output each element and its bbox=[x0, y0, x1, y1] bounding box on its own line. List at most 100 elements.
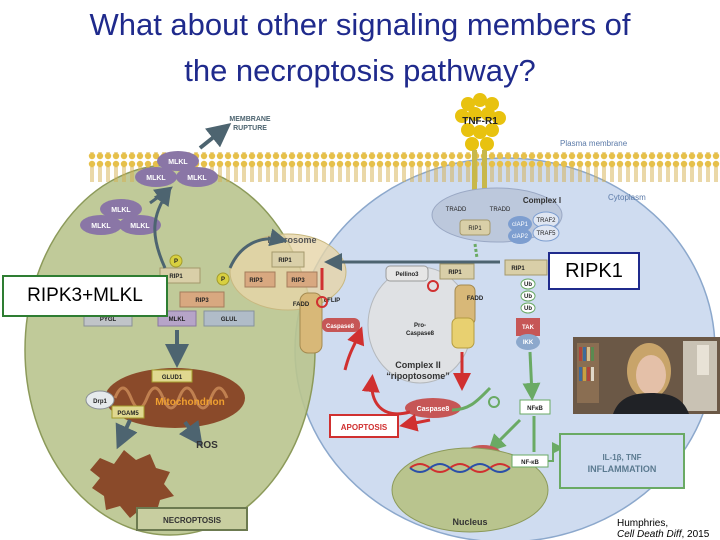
necrosome-rip1 bbox=[271, 251, 305, 268]
necroptosis-label: NECROPTOSIS bbox=[163, 516, 222, 525]
plasma-membrane-label: Plasma membrane bbox=[560, 139, 628, 148]
caspase8-label: Caspase8 bbox=[417, 406, 450, 413]
slide-title-line1: What about other signaling members of bbox=[89, 7, 631, 42]
necrosome-rip3 bbox=[244, 271, 276, 288]
citation-year: , 2015 bbox=[681, 529, 710, 540]
rip1-label: RIP1 bbox=[511, 266, 525, 272]
ros-label: ROS bbox=[196, 440, 218, 451]
ub-label: Ub bbox=[524, 306, 532, 312]
mlkl-label: MLKL bbox=[130, 223, 150, 230]
tradd-label: TRADD bbox=[490, 207, 511, 213]
pro-caspase8-label-1: Pro- bbox=[414, 323, 426, 329]
inflammation-label-2: INFLAMMATION bbox=[588, 464, 657, 474]
ikk bbox=[516, 334, 540, 350]
ciap2 bbox=[508, 228, 532, 244]
tak-label: TAK bbox=[522, 325, 535, 331]
mlkl-label: MLKL bbox=[111, 207, 131, 214]
nfkb-to-cflip-arrow bbox=[487, 418, 522, 453]
cflip-left-label: cFLIP bbox=[324, 298, 340, 304]
inhibit-marker bbox=[488, 396, 500, 408]
membrane-rupture-label-2: RUPTURE bbox=[233, 125, 267, 132]
citation-source: Cell Death Diff, 2015 bbox=[617, 529, 709, 540]
apoptosis-label: APOPTOSIS bbox=[341, 423, 388, 432]
receptor-label: TNF-R1 bbox=[462, 116, 498, 127]
apoptosis-box bbox=[329, 414, 399, 438]
mlkl-label: MLKL bbox=[91, 223, 111, 230]
presenter-video-frame bbox=[573, 337, 720, 414]
rip1-complex1 bbox=[459, 219, 491, 236]
ikk-label: IKK bbox=[523, 340, 534, 346]
pgam5-label: PGAM5 bbox=[117, 411, 139, 417]
glud1 bbox=[151, 369, 193, 383]
complex2-rip1 bbox=[439, 263, 475, 280]
ub-1 bbox=[520, 278, 536, 290]
mlkl-blob bbox=[135, 167, 177, 187]
traf5 bbox=[532, 224, 560, 242]
citation-journal: Cell Death Diff bbox=[617, 529, 682, 540]
tak bbox=[516, 318, 540, 336]
phospho-marker bbox=[216, 272, 230, 286]
citation-author: Humphries, bbox=[617, 518, 669, 529]
inhibit-marker bbox=[316, 296, 328, 308]
fadd-left bbox=[299, 292, 323, 354]
dna-strand bbox=[409, 463, 511, 473]
rip1-label: RIP1 bbox=[278, 258, 292, 264]
necrosome-rip3 bbox=[286, 271, 318, 288]
presenter-video[interactable] bbox=[573, 337, 720, 414]
ikk-to-nfkb-arrow bbox=[522, 351, 541, 401]
mlkl-label: MLKL bbox=[146, 175, 166, 182]
necroptosis-box bbox=[136, 507, 248, 531]
caspase8-red-arrow bbox=[343, 326, 365, 371]
cytoplasm-label: Cytoplasm bbox=[608, 193, 646, 202]
phospho-marker bbox=[169, 254, 183, 268]
complex1-to-rip1-arrow bbox=[473, 243, 479, 259]
caspase8-left-label: Caspase8 bbox=[326, 324, 355, 330]
ub-2 bbox=[520, 290, 536, 302]
ub-label: Ub bbox=[524, 294, 532, 300]
nucleus-label: Nucleus bbox=[452, 517, 487, 527]
mlkl-up-arrow bbox=[153, 187, 172, 269]
cflip-inhibit-line bbox=[451, 386, 492, 412]
rip1-ub bbox=[504, 259, 548, 276]
traf2-label: TRAF2 bbox=[536, 218, 556, 224]
phospho-label: P bbox=[221, 277, 225, 283]
nfkb-nuclear-label: NF-κB bbox=[521, 460, 539, 466]
drp1 bbox=[85, 390, 115, 410]
rip1-label: RIP1 bbox=[468, 226, 482, 232]
mlkl-blob bbox=[119, 215, 161, 235]
inflammation-box bbox=[559, 433, 685, 489]
ripk1-callout: RIPK1 bbox=[548, 252, 640, 290]
rip1-label: RIP1 bbox=[448, 270, 462, 276]
ciap1 bbox=[508, 216, 532, 232]
pro-caspase8-shape bbox=[451, 317, 475, 349]
caspase8-feedback-arrow bbox=[361, 374, 411, 416]
complex2-label-2: “ripoptosome” bbox=[386, 371, 450, 381]
mito-to-damage-arrow bbox=[115, 419, 138, 450]
tradd-label: TRADD bbox=[446, 207, 467, 213]
rip3-label: RIP3 bbox=[291, 278, 305, 284]
phospho-label: P bbox=[174, 259, 178, 265]
glul-label: GLUL bbox=[221, 317, 238, 323]
slide-title-line2: the necroptosis pathway? bbox=[184, 53, 536, 88]
dna-strand bbox=[409, 463, 511, 473]
necrosome-label: Necrosome bbox=[267, 235, 316, 245]
pellino3-label: Pellino3 bbox=[395, 272, 419, 278]
tnf-r1-receptor bbox=[455, 93, 506, 200]
mitochondrion-label: Mitochondrion bbox=[155, 397, 224, 408]
mlkl-cell-label: MLKL bbox=[169, 317, 186, 323]
inflammation-label-1: IL-1β, TNF bbox=[602, 453, 641, 462]
mito-to-ros-arrow bbox=[178, 420, 203, 447]
fadd-left-label: FADD bbox=[293, 302, 310, 308]
nfkb-label: NFκB bbox=[527, 406, 543, 412]
mlkl-blob bbox=[80, 215, 122, 235]
glud1-label: GLUD1 bbox=[162, 375, 183, 381]
ripk3-mlkl-callout: RIPK3+MLKL bbox=[2, 275, 168, 317]
pellino3 bbox=[385, 265, 429, 282]
rip3-label: RIP3 bbox=[195, 298, 209, 304]
mlkl-blob bbox=[100, 199, 142, 219]
drp1-label: Drp1 bbox=[93, 399, 107, 405]
fadd-label: FADD bbox=[467, 296, 484, 302]
necrosome-arrow bbox=[228, 228, 288, 269]
cell-rip3 bbox=[179, 291, 225, 308]
